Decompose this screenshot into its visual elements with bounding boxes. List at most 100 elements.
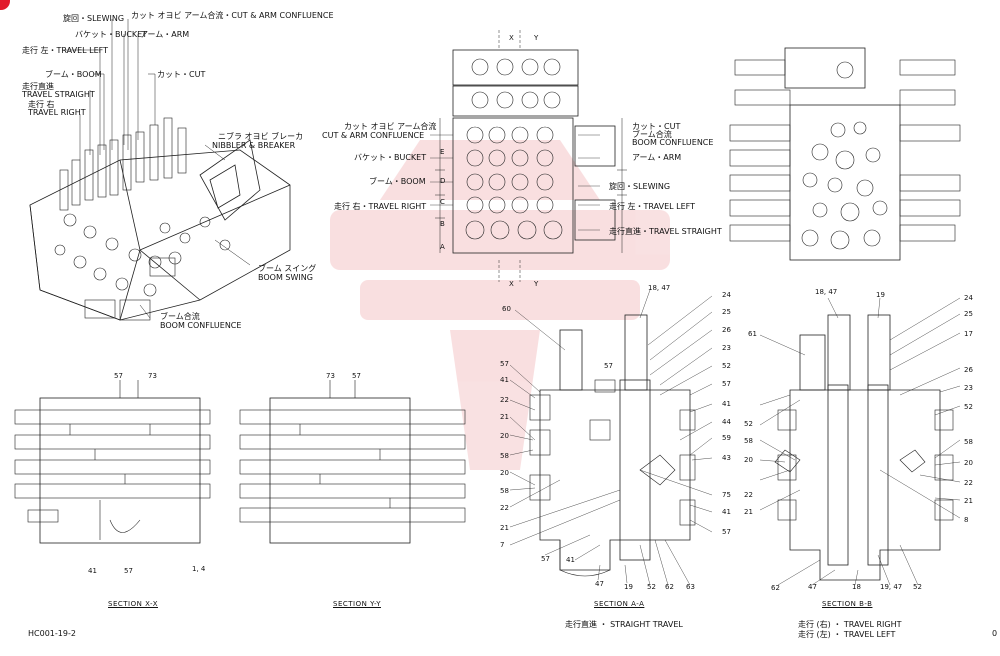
section-aa-drawing (529, 314, 696, 577)
bb-part: 47 (808, 583, 817, 591)
bb-part: 8 (964, 516, 969, 524)
aa-part: 47 (595, 580, 604, 588)
aa-part: 63 (686, 583, 695, 591)
aa-part: 57 (604, 362, 613, 370)
front-label-travel-straight: 走行直進・TRAVEL STRAIGHT (609, 227, 722, 236)
aa-part: 75 (722, 491, 731, 499)
aa-part: 43 (722, 454, 731, 462)
yy-part: 73 (326, 372, 335, 380)
bb-part: 18, 47 (815, 288, 838, 296)
figure-code: HC001-19-2 (28, 629, 76, 638)
iso-label-nibbler-jp: ニブラ オヨビ ブレーカ (218, 132, 304, 141)
aa-part: 23 (722, 344, 731, 352)
aa-part: 41 (566, 556, 575, 564)
iso-label-nibbler-breaker: NIBBLER & BREAKER (212, 141, 296, 150)
bb-part: 22 (964, 479, 973, 487)
iso-label-boom-swing: BOOM SWING (258, 273, 313, 282)
section-xx-title: SECTION X-X (108, 600, 158, 608)
aa-part: 7 (500, 541, 505, 549)
section-aa-leaders (509, 289, 713, 586)
bb-part: 23 (964, 384, 973, 392)
xx-part: 1, 4 (192, 565, 206, 573)
bb-part: 21 (964, 497, 973, 505)
iso-label-cut-arm-confluence: カット オヨビ アーム合流・CUT & ARM CONFLUENCE (131, 11, 334, 20)
front-view (430, 30, 627, 282)
section-aa-caption: 走行直進 ・ STRAIGHT TRAVEL (565, 620, 683, 629)
bb-part: 58 (964, 438, 973, 446)
iso-label-boom-swing-jp: ブーム スイング (258, 264, 317, 273)
bb-part: 61 (748, 330, 757, 338)
bb-part: 58 (744, 437, 753, 445)
aa-part: 44 (722, 418, 731, 426)
aa-part: 20 (500, 432, 509, 440)
aa-part: 26 (722, 326, 731, 334)
aa-part: 60 (502, 305, 511, 313)
aa-part: 57 (722, 380, 731, 388)
bb-part: 19 (876, 291, 885, 299)
aa-part: 21 (500, 524, 509, 532)
aa-part: 22 (500, 504, 509, 512)
bb-part: 52 (913, 583, 922, 591)
front-label-slewing: 旋回・SLEWING (609, 182, 671, 191)
iso-label-boom-confluence-jp: ブーム合流 (160, 312, 200, 321)
bb-part: 17 (964, 330, 973, 338)
aa-part: 22 (500, 396, 509, 404)
iso-label-boom-confluence: BOOM CONFLUENCE (160, 321, 242, 330)
aa-part: 21 (500, 413, 509, 421)
bb-part: 52 (964, 403, 973, 411)
front-label-arm: アーム・ARM (632, 153, 682, 162)
aa-part: 57 (541, 555, 550, 563)
section-xx-drawing (14, 380, 211, 544)
bb-part: 62 (771, 584, 780, 592)
aa-part: 52 (647, 583, 656, 591)
front-label-travel-left: 走行 左・TRAVEL LEFT (609, 202, 696, 211)
section-bb-title: SECTION B-B (822, 600, 873, 608)
front-label-bucket: バケット・BUCKET (354, 153, 427, 162)
page-marker: 0 (992, 629, 998, 638)
xx-part: 57 (124, 567, 133, 575)
aa-part: 62 (665, 583, 674, 591)
side-view (729, 47, 961, 261)
xx-part: 57 (114, 372, 123, 380)
iso-label-travel-right: TRAVEL RIGHT (28, 108, 86, 117)
bb-part: 24 (964, 294, 973, 302)
section-aa-title: SECTION A-A (594, 600, 645, 608)
aa-part: 57 (500, 360, 509, 368)
section-mark-x-bottom: X (509, 280, 514, 288)
bb-part: 20 (964, 459, 973, 467)
front-label-boom-confluence-jp: ブーム合流 (632, 130, 672, 139)
aa-part: 25 (722, 308, 731, 316)
iso-label-cut: カット・CUT (157, 70, 206, 79)
aa-part: 58 (500, 452, 509, 460)
front-letter-a: A (440, 243, 445, 251)
aa-part: 41 (722, 508, 731, 516)
front-label-boom: ブーム・BOOM (369, 177, 426, 186)
iso-label-travel-straight: TRAVEL STRAIGHT (22, 90, 95, 99)
bb-part: 26 (964, 366, 973, 374)
iso-label-slewing: 旋回・SLEWING (63, 14, 125, 23)
watermark (330, 140, 670, 470)
section-mark-x-top: X (509, 34, 514, 42)
aa-part: 41 (722, 400, 731, 408)
xx-part: 73 (148, 372, 157, 380)
iso-label-bucket: バケット・BUCKET (75, 30, 148, 39)
yy-part: 57 (352, 372, 361, 380)
aa-part: 58 (500, 487, 509, 495)
iso-label-travel-straight-jp: 走行直進 (22, 82, 54, 91)
section-bb-drawing (774, 314, 954, 581)
aa-part: 59 (722, 434, 731, 442)
aa-part: 18, 47 (648, 284, 671, 292)
aa-part: 41 (500, 376, 509, 384)
front-letter-e: E (440, 148, 445, 156)
bb-part: 25 (964, 310, 973, 318)
bb-part: 20 (744, 456, 753, 464)
section-yy-title: SECTION Y-Y (333, 600, 381, 608)
bb-part: 52 (744, 420, 753, 428)
front-label-cut-arm: CUT & ARM CONFLUENCE (322, 131, 425, 140)
section-mark-y-bottom: Y (534, 280, 539, 288)
corner-marker (0, 0, 10, 10)
bb-part: 21 (744, 508, 753, 516)
front-label-travel-right: 走行 右・TRAVEL RIGHT (334, 202, 427, 211)
bb-part: 18 (852, 583, 861, 591)
